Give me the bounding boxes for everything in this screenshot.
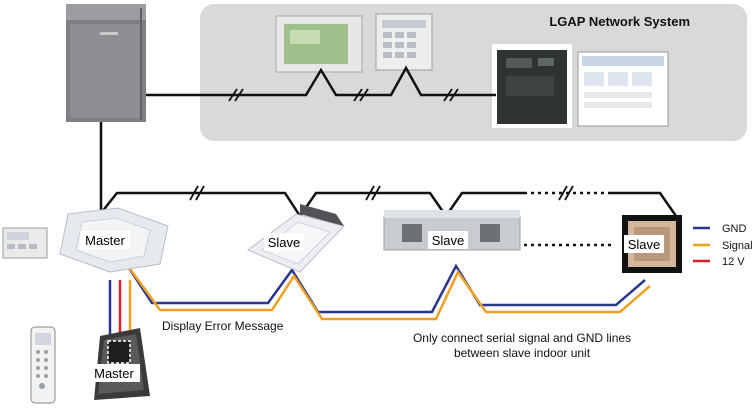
slave1-label: Slave (268, 235, 301, 250)
central-remote-module (2, 227, 48, 259)
slave1-label-box (264, 233, 304, 251)
gnd-line (123, 261, 646, 314)
controller-label: Master (94, 366, 134, 381)
slave3-label-box (624, 235, 664, 253)
note-line-1: Only connect serial signal and GND lines (413, 331, 631, 345)
slave2-label-box (428, 231, 468, 249)
indoor-bus-line (100, 191, 524, 219)
master-label-box (80, 231, 130, 249)
legend-gnd-label: GND (722, 223, 747, 235)
wire-legend: GND Signal 12 V (693, 223, 753, 268)
touch-screen-controller (275, 15, 363, 73)
note-line-2: between slave indoor unit (454, 346, 591, 360)
acp-gateway (492, 44, 572, 128)
indoor-bus-tail (610, 191, 678, 217)
legend-12v-label: 12 V (722, 256, 745, 268)
slave3-label: Slave (628, 237, 661, 252)
indoor-bus-breaks (189, 185, 574, 201)
pc-software-screen (577, 51, 669, 127)
wireless-remote (30, 326, 56, 404)
network-title: LGAP Network System (549, 14, 690, 29)
outdoor-unit (66, 4, 146, 122)
controller-label-box (88, 364, 140, 382)
central-controller (375, 13, 433, 71)
display-error-label: Display Error Message (162, 319, 284, 333)
signal-line (123, 261, 651, 321)
slave2-label: Slave (432, 233, 465, 248)
legend-signal-label: Signal (722, 240, 753, 252)
network-line-breaks (228, 88, 459, 102)
master-label: Master (85, 233, 125, 248)
